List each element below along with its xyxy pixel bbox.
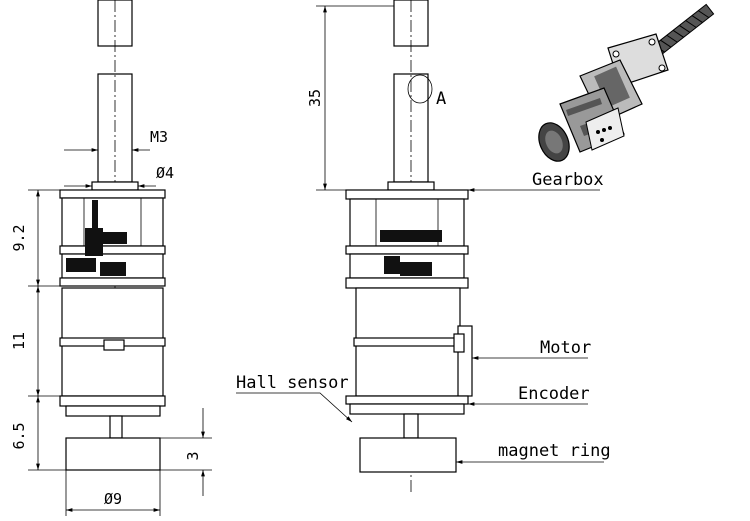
hall-sensor-label: Hall sensor	[236, 373, 349, 393]
motor-label: Motor	[540, 338, 591, 358]
thread-dimension: M3	[150, 128, 168, 146]
magnet-ring-label: magnet ring	[498, 441, 611, 461]
motor-height-dimension: 11	[10, 332, 28, 350]
gearbox-label: Gearbox	[532, 170, 604, 190]
magnet-ring-right	[359, 437, 457, 473]
encoder-label: Encoder	[518, 384, 590, 404]
right-side-view: A 35 Gearbox Motor Enco	[236, 0, 611, 495]
magnet-height-dimension: 3	[184, 451, 202, 460]
shaft-diameter-dimension: Ø4	[156, 164, 174, 182]
left-front-view: M3 Ø4 9.2 11 6.5 3 Ø9	[10, 0, 212, 516]
magnet-diameter-dimension: Ø9	[104, 490, 122, 508]
encoder-height-dimension: 6.5	[10, 422, 28, 449]
geared-motor-assembly-icon	[538, 3, 715, 162]
screw-length-dimension: 35	[306, 89, 324, 107]
detail-marker: A	[436, 89, 446, 109]
gearbox-height-dimension: 9.2	[10, 224, 28, 251]
magnet-ring-left	[65, 437, 161, 471]
